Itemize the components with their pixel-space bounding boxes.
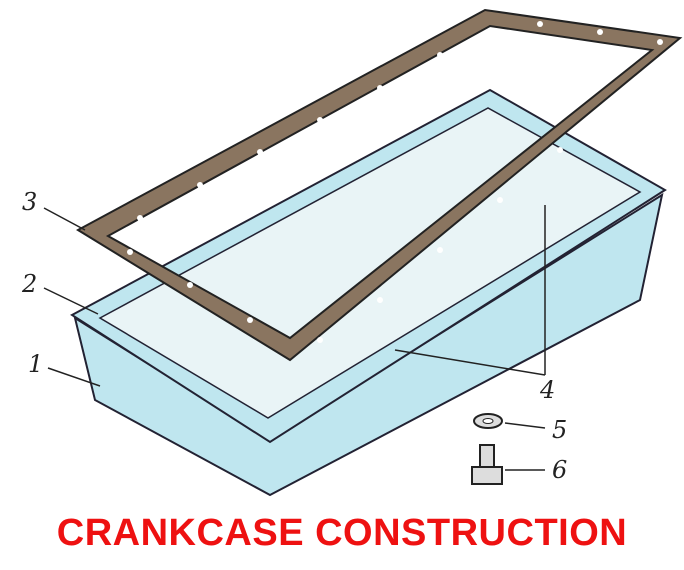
leader-lines (43, 205, 546, 471)
crankcase-illustration: 3 2 1 4 5 6 (21, 8, 683, 497)
label-5: 5 (552, 416, 567, 444)
label-1: 1 (28, 350, 43, 378)
diagram-title: CRANKCASE CONSTRUCTION (56, 512, 628, 554)
gasket-holes (127, 21, 663, 343)
label-4: 4 (539, 376, 555, 404)
washer-hole (482, 418, 494, 424)
label-3: 3 (22, 188, 37, 216)
label-6: 6 (552, 456, 567, 484)
oil-pan-flange-inner (98, 107, 642, 419)
bolt (471, 444, 503, 485)
label-2: 2 (21, 270, 37, 298)
